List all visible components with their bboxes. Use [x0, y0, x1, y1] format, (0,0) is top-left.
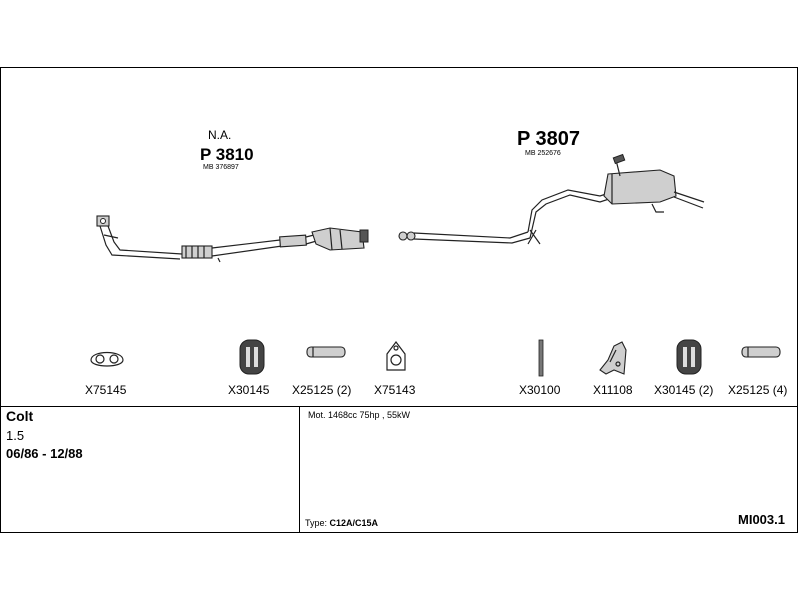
fitting-code: X25125 (4): [728, 383, 788, 397]
type-line: Type: C12A/C15A: [305, 518, 378, 528]
fitting-code: X30100: [519, 383, 561, 397]
front-oem-ref: MB 376897: [203, 164, 239, 171]
type-label: Type:: [305, 518, 328, 528]
vehicle-engine: 1.5: [6, 428, 25, 443]
gasket-icon: [90, 351, 124, 367]
rear-oem-ref: MB 252676: [525, 150, 561, 157]
rubber-hanger-icon: [676, 339, 702, 375]
motor-spec: Mot. 1468cc 75hp , 55kW: [308, 410, 411, 420]
vehicle-years: 06/86 - 12/88: [6, 446, 83, 461]
mounting-rod-icon: [538, 339, 544, 377]
type-value: C12A/C15A: [329, 518, 379, 528]
fitting-code: X30145: [228, 383, 270, 397]
clamp-sleeve-icon: [741, 346, 781, 358]
fitting-code: X30145 (2): [654, 383, 714, 397]
diagram-frame: [0, 67, 798, 533]
rear-part-number: P 3807: [517, 128, 581, 150]
fitting-code: X75145: [85, 383, 127, 397]
clamp-sleeve-icon: [306, 346, 346, 358]
divider-vertical: [299, 406, 300, 533]
rubber-hanger-icon: [239, 339, 265, 375]
flange-gasket-icon: [386, 341, 406, 371]
bracket-icon: [599, 341, 627, 375]
divider-horizontal: [0, 406, 798, 407]
front-part-number: P 3810: [200, 145, 254, 164]
fitting-code: X11108: [593, 383, 633, 397]
vehicle-model: Colt: [6, 408, 34, 424]
fitting-code: X25125 (2): [292, 383, 352, 397]
fitting-code: X75143: [374, 383, 416, 397]
diagram-reference: MI003.1: [738, 512, 785, 527]
front-section-note: N.A.: [208, 128, 232, 142]
